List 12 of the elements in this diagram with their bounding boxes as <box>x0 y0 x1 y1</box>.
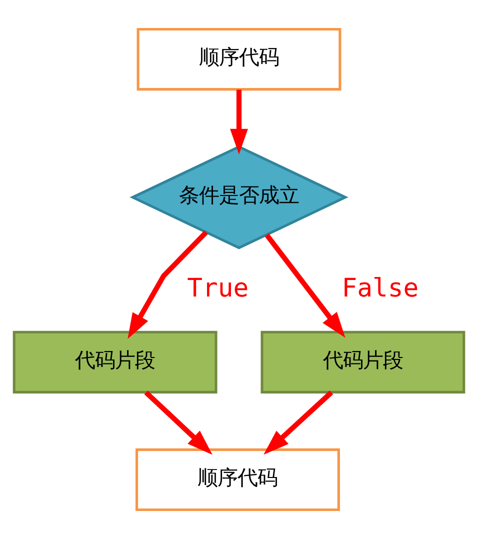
arrow <box>263 390 333 455</box>
arrow <box>264 233 345 338</box>
node-box: 顺序代码 <box>135 448 340 511</box>
edge-label: True <box>186 273 248 304</box>
node-box: 代码片段 <box>260 330 465 394</box>
arrow <box>127 230 208 339</box>
arrow <box>230 90 248 154</box>
node-box: 代码片段 <box>12 330 217 394</box>
node-box: 顺序代码 <box>136 28 341 91</box>
edge-label: False <box>341 273 418 304</box>
arrow <box>144 390 212 455</box>
node-diamond: 条件是否成立 <box>129 145 348 250</box>
